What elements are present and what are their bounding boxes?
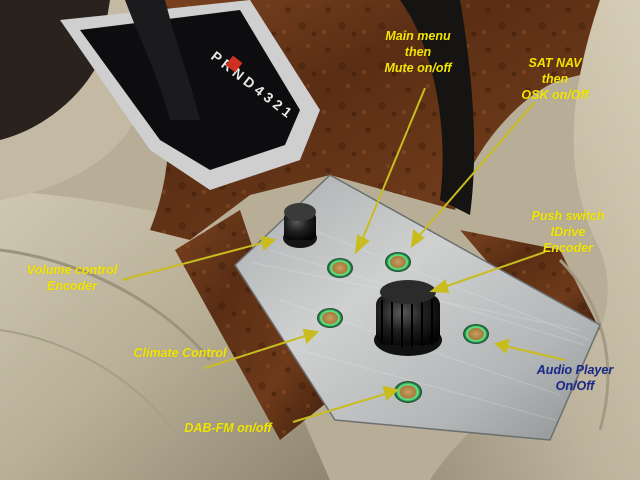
label-climate-line1: Climate Control [133, 346, 227, 360]
label-push-switch-line3: Encoder [542, 241, 593, 255]
label-main-menu-line2: then [404, 45, 432, 59]
label-push-switch-line1: Push switch [531, 209, 605, 223]
label-dab-line1: DAB-FM on/off [184, 421, 272, 435]
led-buttons [317, 252, 489, 403]
label-main-menu: Main menu then Mute on/off [372, 28, 464, 76]
label-sat-nav-line1: SAT NAV [528, 56, 582, 70]
label-audio-line1: Audio Player [536, 363, 614, 377]
label-audio-line2: On/Off [555, 379, 595, 393]
label-push-switch: Push switch IDrive Encoder [518, 208, 618, 256]
label-volume-line2: Encoder [46, 279, 97, 293]
label-audio-player: Audio Player On/Off [520, 362, 630, 394]
label-sat-nav-line3: OSK on/Off [521, 88, 589, 102]
label-volume-line1: Volume control [26, 263, 118, 277]
label-volume-control: Volume control Encoder [2, 262, 142, 294]
annotation-arrows [121, 87, 566, 423]
idrive-knob [374, 280, 442, 356]
volume-knob [283, 203, 317, 248]
label-main-menu-line3: Mute on/off [384, 61, 452, 75]
label-sat-nav: SAT NAV then OSK on/Off [505, 55, 605, 103]
label-main-menu-line1: Main menu [385, 29, 451, 43]
label-climate-control: Climate Control [120, 345, 240, 361]
label-sat-nav-line2: then [541, 72, 569, 86]
label-push-switch-line2: IDrive [550, 225, 586, 239]
label-dab-fm: DAB-FM on/off [158, 420, 298, 436]
